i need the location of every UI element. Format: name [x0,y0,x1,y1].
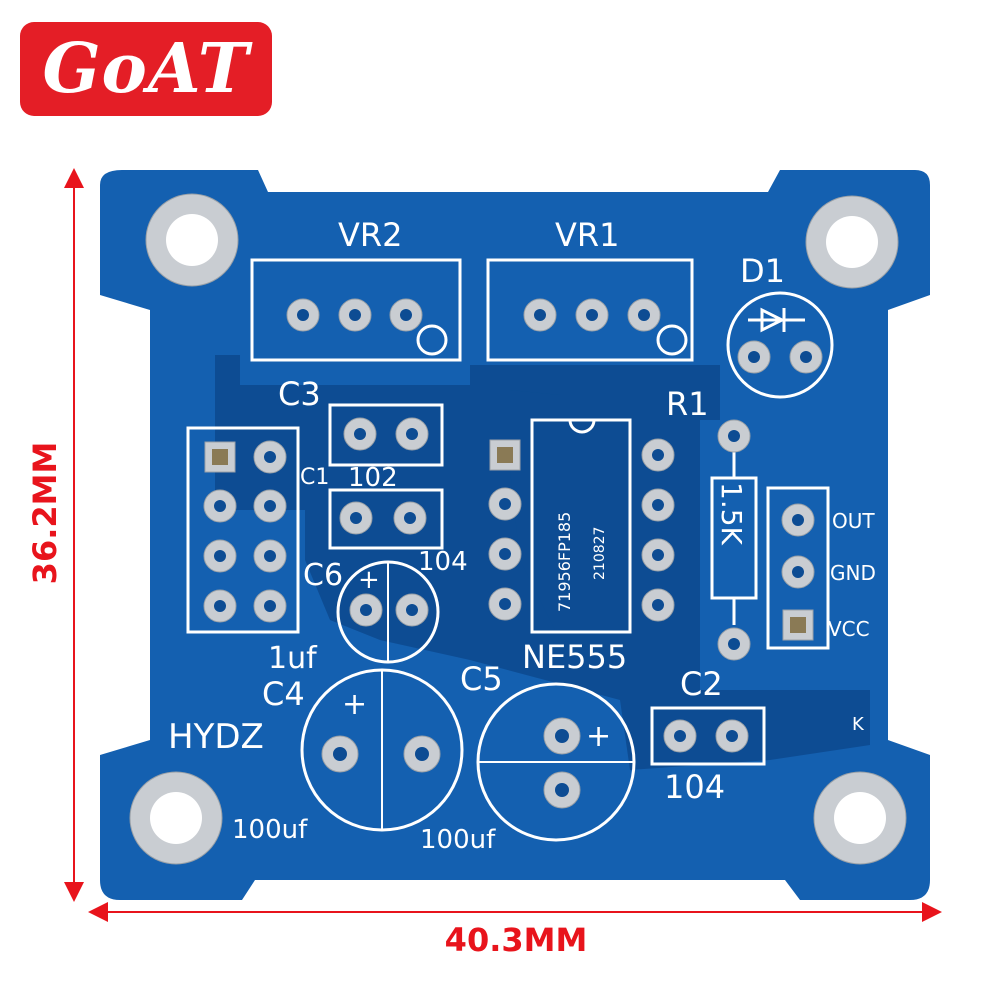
cap-100uf-right: 100uf [420,825,496,855]
ic-outline [530,418,632,634]
c5-hatch [476,761,636,841]
header-pads [203,440,287,623]
c1-prefix: C1 [300,465,329,490]
c6-label: C6 [303,558,343,593]
mounting-hole-bl [129,771,223,865]
brand-logo: GoAT [20,22,272,116]
out-label: OUT [832,509,875,533]
c4-label: C4 [262,675,305,713]
c5-label: C5 [460,660,503,698]
output-connector-outline [766,486,830,650]
header-outline [186,426,300,634]
mounting-hole-tl [145,193,239,287]
vr2-label: VR2 [338,216,402,254]
c6-hatch [387,560,439,664]
c4-hatch [381,668,463,832]
ic-pads [488,438,675,622]
c4-pads [321,735,441,773]
output-connector-pads [781,503,815,641]
vcc-label: VCC [828,617,870,641]
c1-value: 102 [348,463,398,493]
c5-plus: + [586,719,611,754]
c5-pads [543,717,581,809]
ne555-label: NE555 [522,638,627,676]
r1-pads [717,419,751,661]
vr2-outline [250,258,462,362]
c3-label: C3 [278,375,321,413]
c1-pads [339,501,427,535]
height-dimension-label: 36.2MM [26,441,64,585]
c6-plus: + [358,565,380,595]
r1-value: 1.5K [715,482,748,546]
ic-marking-2: 210827 [592,527,608,580]
d1-label: D1 [740,252,785,290]
c2-outline [650,706,766,766]
d1-outline [726,291,834,399]
vr1-wiper-mark [656,324,688,356]
c1-outline [328,488,444,550]
vr1-label: VR1 [555,216,619,254]
c4-plus: + [342,687,367,722]
ic-notch [568,419,596,434]
vr1-pads [523,298,661,332]
vr1-outline [486,258,694,362]
vr2-wiper-mark [416,324,448,356]
r1-label: R1 [666,385,709,423]
d1-pads [737,340,823,374]
c6-value: 104 [418,547,468,577]
vr2-pads [286,298,423,332]
mounting-hole-br [813,771,907,865]
ic-marking-1: 71956FP185 [555,512,574,612]
c2-value: 104 [664,768,725,806]
c2-label: C2 [680,665,723,703]
c2-pads [663,719,749,753]
c4-cap-label: 1uf [268,641,318,676]
diode-icon [748,307,805,333]
mounting-hole-tr [805,195,899,289]
c3-outline [328,403,444,467]
logo-text: GoAT [42,29,250,109]
gnd-label: GND [830,561,876,585]
c6-pads [349,593,429,627]
c3-pads [343,417,429,451]
hydz-label: HYDZ [168,717,264,757]
k-label: K [852,714,865,735]
cap-100uf-left: 100uf [232,815,308,845]
width-dimension-label: 40.3MM [444,921,588,959]
